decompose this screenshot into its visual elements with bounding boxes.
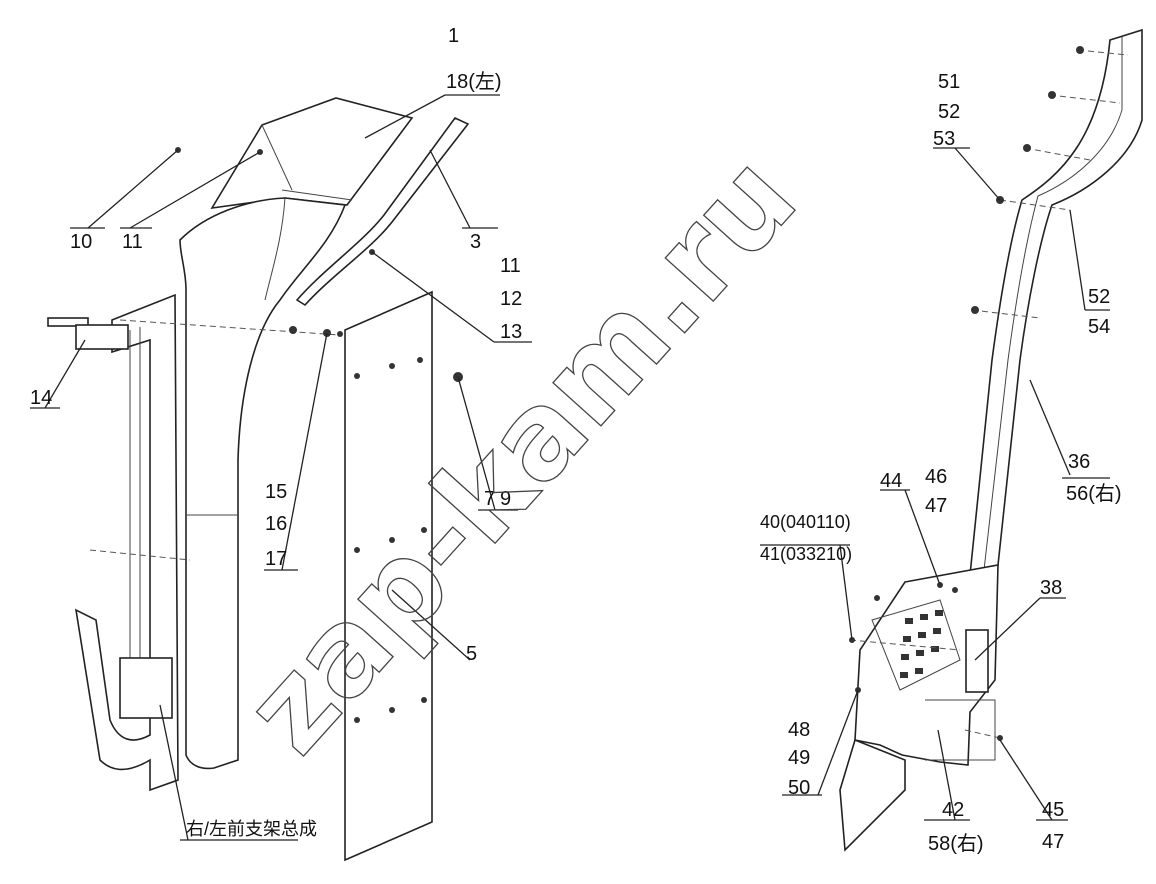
callout-38: 38	[1040, 577, 1062, 599]
callout-47-top: 47	[925, 495, 947, 517]
callout-52-mid: 52	[1088, 286, 1110, 308]
left-bracket-assembly	[47, 97, 470, 862]
callout-41: 41(033210)	[760, 544, 852, 564]
right-leader-lines	[760, 147, 1110, 821]
left-callouts: 1 18(左) 3 10 11 11 12 13 14 15 16 17 7 9…	[30, 25, 522, 839]
callout-1: 1	[448, 25, 459, 47]
callout-50: 50	[788, 777, 810, 799]
left-leader-lines	[30, 94, 532, 841]
callout-7: 7	[484, 488, 495, 510]
callout-53: 53	[933, 128, 955, 150]
callout-14: 14	[30, 387, 52, 409]
callout-10: 10	[70, 231, 92, 253]
step-plate-holes	[900, 610, 943, 678]
callout-54: 54	[1088, 316, 1110, 338]
callout-11-left: 11	[122, 231, 143, 253]
callout-46: 46	[925, 466, 947, 488]
front-bracket-caption: 右/左前支架总成	[186, 819, 317, 839]
callout-3: 3	[470, 231, 481, 253]
callout-52-top: 52	[938, 101, 960, 123]
callout-18-left: 18(左)	[446, 70, 502, 93]
callout-58-right: 58(右)	[928, 832, 984, 855]
callout-36: 36	[1068, 451, 1090, 473]
callout-11-right: 11	[500, 255, 521, 277]
callout-48: 48	[788, 719, 810, 741]
callout-17: 17	[265, 548, 287, 570]
callout-44: 44	[880, 470, 902, 492]
callout-47-bottom: 47	[1042, 831, 1064, 853]
callout-13: 13	[500, 321, 522, 343]
right-callouts: 51 52 53 52 54 36 56(右) 44 46 47 40(0401…	[760, 71, 1122, 855]
callout-45: 45	[1042, 799, 1064, 821]
callout-40: 40(040110)	[760, 512, 851, 532]
right-step-assembly	[839, 28, 1143, 852]
callout-49: 49	[788, 747, 810, 769]
callout-15: 15	[265, 481, 287, 503]
callout-9: 9	[500, 488, 511, 510]
callout-42: 42	[942, 799, 964, 821]
callout-51: 51	[938, 71, 960, 93]
callout-16: 16	[265, 513, 287, 535]
callout-12: 12	[500, 288, 522, 310]
callout-56-right: 56(右)	[1066, 482, 1122, 505]
callout-5: 5	[466, 643, 477, 665]
